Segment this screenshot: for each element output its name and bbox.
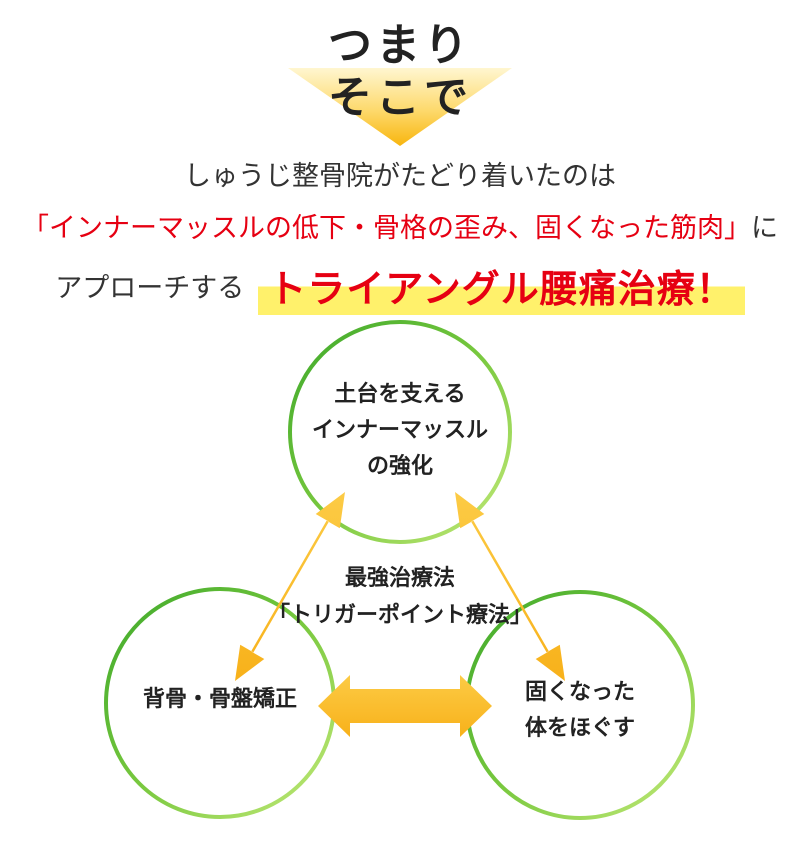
header-line-1: つまり [328,20,472,71]
node-right-label: 固くなった 体をほぐす [524,680,635,741]
header-arrow-icon [288,68,512,146]
intro-cause-line: 「インナーマッスルの低下・骨格の歪み、固くなった筋肉」に [0,215,800,242]
intro-suffix-text: に [751,213,778,244]
approach-line: アプローチする トライアングル腰痛治療！ [0,256,800,315]
approach-prefix-text: アプローチする [55,273,245,304]
double-arrow-right-icon [455,492,565,681]
double-arrow-left-icon [235,492,345,681]
double-arrow-bottom-icon [318,675,492,737]
center-method-label: 最強治療法 「トリガーポイント療法」 [267,566,532,628]
node-left-label: 背骨・骨盤矯正 [142,687,297,712]
node-circle-top [288,320,512,544]
node-top-label: 土台を支える インナーマッスル の強化 [311,382,488,479]
cause-highlight-text: 「インナーマッスルの低下・骨格の歪み、固くなった筋肉」 [22,213,751,244]
intro-text: しゅうじ整骨院がたどり着いたのは [184,161,616,192]
method-title: トライアングル腰痛治療！ [258,256,745,315]
header-line-2: そこで [328,72,472,123]
